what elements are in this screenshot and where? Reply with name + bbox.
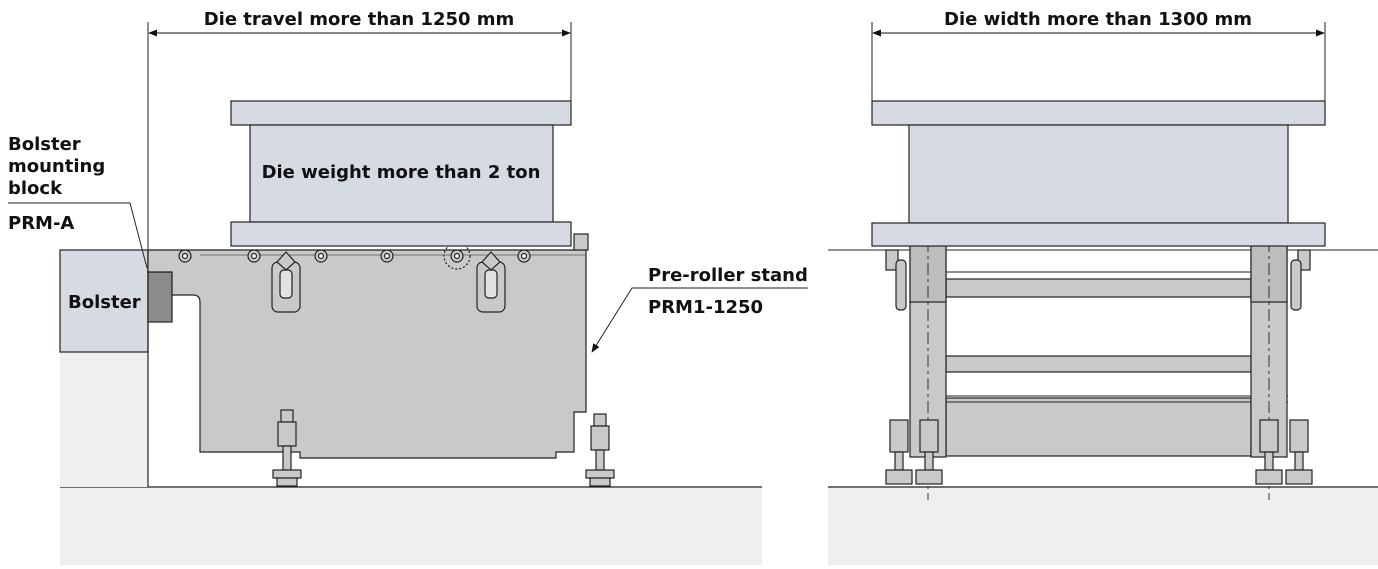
lifting-handle — [476, 251, 506, 313]
side-handle-right — [1290, 249, 1311, 311]
leveling-foot — [1255, 419, 1283, 485]
mounting-block-leader — [8, 202, 148, 269]
leveling-foot — [272, 409, 302, 487]
mounting-block — [147, 271, 173, 323]
frame-middle-bar — [945, 355, 1252, 373]
leveling-foot — [585, 413, 615, 487]
leveling-foot — [1285, 419, 1313, 485]
leveling-foot — [915, 419, 943, 485]
bolster-label: Bolster — [68, 292, 141, 313]
pre-roller-stand-body — [147, 249, 587, 459]
left-view: Bolster — [8, 9, 808, 565]
stand-frame — [910, 271, 1288, 457]
mounting-block-model: PRM-A — [8, 213, 74, 234]
travel-dimension-label: Die travel more than 1250 mm — [204, 9, 515, 30]
side-handle-left — [885, 249, 907, 311]
die-body — [249, 124, 554, 223]
die-weight-label: Die weight more than 2 ton — [262, 162, 541, 183]
right-view: Die width more than 1300 mm — [828, 9, 1378, 565]
frame-upper-bar — [945, 278, 1252, 298]
die-top-plate — [230, 100, 572, 126]
left-floor — [60, 487, 762, 565]
right-floor — [828, 487, 1378, 565]
die-front — [871, 100, 1326, 247]
roller-row — [178, 242, 531, 270]
die-bottom-plate — [230, 221, 572, 247]
width-dimension-label: Die width more than 1300 mm — [944, 9, 1252, 30]
leveling-foot — [885, 419, 913, 485]
die-top-plate — [871, 100, 1326, 126]
bolster-box — [59, 249, 149, 353]
frame-bottom-box — [945, 397, 1252, 457]
lifting-handle — [271, 251, 301, 313]
stand-leader — [591, 287, 808, 353]
stand-name-label: Pre-roller stand — [648, 265, 808, 286]
stand-end-plate — [573, 233, 589, 251]
mounting-block-label: Bolster mounting block — [8, 134, 112, 199]
die-body — [908, 124, 1289, 224]
die-bottom-plate — [871, 222, 1326, 247]
die — [230, 100, 572, 247]
stand-model-label: PRM1-1250 — [648, 297, 763, 318]
